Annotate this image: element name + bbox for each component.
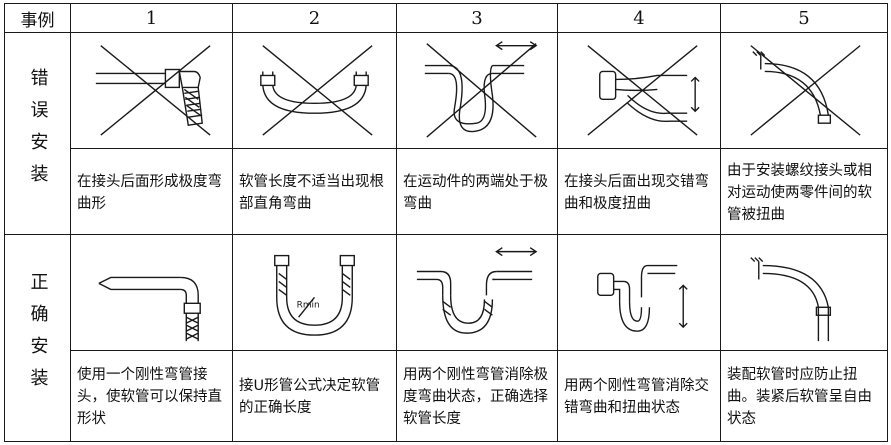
wrong-illustration-3 xyxy=(396,32,558,149)
section-label-wrong-text: 错误安装 xyxy=(27,67,49,196)
section-label-wrong: 错误安装 xyxy=(4,32,71,236)
column-header-1: 1 xyxy=(70,2,233,34)
section-label-correct: 正确安装 xyxy=(4,234,71,442)
wrong-illustration-4 xyxy=(557,32,721,149)
header-row: 事例 1 2 3 4 5 xyxy=(4,2,888,34)
rmin-label: Rmin xyxy=(297,301,320,311)
wrong-illustration-1 xyxy=(70,32,233,149)
correct-caption-3: 用两个刚性弯管消除极度弯曲状态，正确选择软管长度 xyxy=(403,367,548,428)
wrong-caption-row: 在接头后面形成极度弯曲形 软管长度不适当出现根部直角弯曲 在运动件的两端处于极弯… xyxy=(5,147,888,236)
wrong-caption-4: 在接头后面出现交错弯曲和极度扭曲 xyxy=(564,173,709,212)
correct-illustration-4 xyxy=(557,234,721,352)
correct-illustration-1 xyxy=(70,234,233,352)
correct-illustration-row: 正确安装 Rmin xyxy=(4,234,888,442)
wrong-caption-5: 由于安装螺纹接头或相对运动使两零件间的软管被扭曲 xyxy=(727,162,872,223)
wrong-illustration-row: 错误安装 xyxy=(4,32,888,236)
wrong-caption-1: 在接头后面形成极度弯曲形 xyxy=(77,173,222,212)
correct-illustration-2: Rmin xyxy=(232,234,397,352)
wrong-caption-3: 在运动件的两端处于极弯曲 xyxy=(403,173,548,212)
section-label-correct-text: 正确安装 xyxy=(27,272,49,401)
correct-caption-4: 用两个刚性弯管消除交错弯曲和扭曲状态 xyxy=(564,378,709,417)
correct-illustration-3 xyxy=(396,234,558,352)
correct-caption-row: 使用一个刚性弯管接头，使软管可以保持直形状 接U形管公式决定软管的正确长度 用两… xyxy=(5,350,888,442)
correct-caption-5: 装配软管时应防止扭曲。装紧后软管呈自由状态 xyxy=(727,367,872,428)
correct-caption-2: 接U形管公式决定软管的正确长度 xyxy=(239,378,381,417)
column-header-2: 2 xyxy=(232,2,397,34)
wrong-illustration-5 xyxy=(720,32,888,149)
column-header-3: 3 xyxy=(396,2,558,34)
wrong-caption-2: 软管长度不适当出现根部直角弯曲 xyxy=(239,173,384,212)
wrong-illustration-2 xyxy=(232,32,397,149)
correct-caption-1: 使用一个刚性弯管接头，使软管可以保持直形状 xyxy=(77,367,222,428)
header-corner-label: 事例 xyxy=(4,2,71,34)
correct-illustration-5 xyxy=(720,234,888,352)
column-header-4: 4 xyxy=(557,2,721,34)
column-header-5: 5 xyxy=(720,2,888,34)
hose-installation-table: 事例 1 2 3 4 5 错误安装 xyxy=(4,2,888,442)
